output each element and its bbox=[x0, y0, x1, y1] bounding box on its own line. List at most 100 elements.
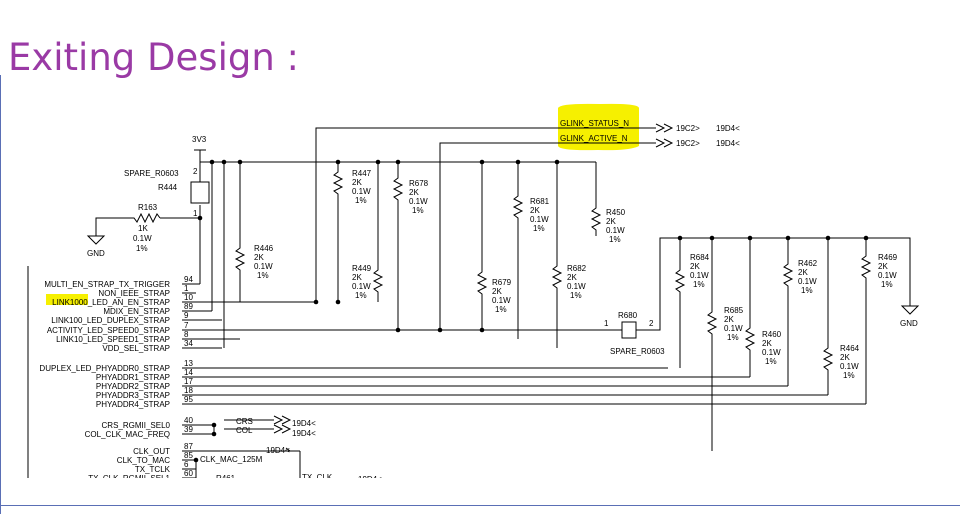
resistor-value: 2K bbox=[878, 262, 888, 271]
resistor-value: 2K bbox=[492, 287, 502, 296]
resistor-ref: R449 bbox=[352, 264, 372, 273]
glink-status-ref-b: 19D4< bbox=[716, 124, 740, 133]
r460-symbol bbox=[744, 238, 756, 377]
resistor-ref: R678 bbox=[409, 179, 429, 188]
pin-number: 13 bbox=[184, 359, 193, 368]
pin-name: DUPLEX_LED_PHYADDR0_STRAP bbox=[39, 364, 170, 373]
pin-number: 95 bbox=[184, 395, 193, 404]
clk-mac-label: CLK_MAC_125M bbox=[200, 455, 263, 464]
pin-number: 8 bbox=[184, 330, 189, 339]
r680-net bbox=[600, 237, 866, 331]
resistor-power: 0.1W bbox=[724, 324, 743, 333]
r680-pin1: 1 bbox=[604, 319, 609, 328]
resistor-tol: 1% bbox=[570, 291, 582, 300]
pin-number: 1 bbox=[184, 284, 189, 293]
r469-symbol bbox=[860, 238, 872, 404]
resistor-tol: 1% bbox=[843, 371, 855, 380]
pin-name: CLK_TO_MAC bbox=[117, 456, 170, 465]
pin-name: ACTIVITY_LED_SPEED0_STRAP bbox=[47, 326, 170, 335]
resistor-tol: 1% bbox=[609, 235, 621, 244]
glink-active-ref-a: 19C2> bbox=[676, 139, 700, 148]
cut-ref: R461 bbox=[216, 474, 236, 483]
resistor-ref: R446 bbox=[254, 244, 274, 253]
tx-clk-ref: 19D4< bbox=[358, 475, 382, 484]
resistor-power: 0.1W bbox=[567, 282, 586, 291]
pin-number: 60 bbox=[184, 469, 193, 478]
pin-name: VDD_SEL_STRAP bbox=[102, 344, 170, 353]
pin-name: PHYADDR4_STRAP bbox=[96, 400, 170, 409]
pin-name: PHYADDR1_STRAP bbox=[96, 373, 170, 382]
pin-number: 6 bbox=[184, 460, 189, 469]
link1000-highlight bbox=[46, 294, 88, 305]
pin-number: 9 bbox=[184, 311, 189, 320]
pin-number: 17 bbox=[184, 377, 193, 386]
resistor-value: 2K bbox=[724, 315, 734, 324]
pin-number: 10 bbox=[184, 293, 193, 302]
resistor-power: 0.1W bbox=[254, 262, 273, 271]
r446-symbol bbox=[234, 240, 246, 302]
r680-body bbox=[621, 321, 637, 339]
r680-footprint: SPARE_R0603 bbox=[610, 347, 665, 356]
pin-number: 94 bbox=[184, 275, 193, 284]
resistor-power: 0.1W bbox=[352, 282, 371, 291]
gnd-label-right: GND bbox=[900, 319, 918, 328]
resistor-power: 0.1W bbox=[409, 197, 428, 206]
r678-symbol bbox=[392, 162, 404, 330]
resistor-power: 0.1W bbox=[530, 215, 549, 224]
power-net-label: 3V3 bbox=[192, 135, 207, 144]
r449-symbol bbox=[372, 162, 384, 302]
left-rule bbox=[0, 75, 1, 514]
pin-number: 87 bbox=[184, 442, 193, 451]
r684-symbol bbox=[674, 238, 686, 368]
pin-number: 89 bbox=[184, 302, 193, 311]
glink-active-label: GLINK_ACTIVE_N bbox=[560, 134, 628, 143]
pin-name: TX_CLK_RGMII_SEL1 bbox=[88, 474, 170, 483]
r444-pin1: 1 bbox=[193, 209, 198, 218]
pin-name-part: LINK1000 bbox=[52, 298, 88, 307]
crs-ref: 19D4< bbox=[292, 419, 316, 428]
clk-ref: 19D4< bbox=[266, 446, 290, 455]
resistor-tol: 1% bbox=[693, 280, 705, 289]
resistor-value: 2K bbox=[798, 268, 808, 277]
resistor-value: 2K bbox=[409, 188, 419, 197]
resistor-tol: 1% bbox=[257, 271, 269, 280]
resistor-ref: R682 bbox=[567, 264, 587, 273]
resistor-ref: R464 bbox=[840, 344, 860, 353]
resistor-tol: 1% bbox=[355, 291, 367, 300]
glink-status-label: GLINK_STATUS_N bbox=[560, 119, 629, 128]
pin-name-part: _LED_AN_EN_STRAP bbox=[87, 298, 170, 307]
pin-number: 85 bbox=[184, 451, 193, 460]
pin-number: 14 bbox=[184, 368, 193, 377]
resistor-value: 2K bbox=[840, 353, 850, 362]
pin-number: 34 bbox=[184, 339, 193, 348]
pin-number: 39 bbox=[184, 425, 193, 434]
r163-tol: 1% bbox=[136, 244, 148, 253]
resistor-value: 2K bbox=[254, 253, 264, 262]
r447-symbol bbox=[332, 162, 344, 302]
resistor-value: 2K bbox=[690, 262, 700, 271]
pin-labels: MULTI_EN_STRAP_TX_TRIGGER94NON_IEEE_STRA… bbox=[39, 275, 193, 483]
crs-label: CRS bbox=[236, 417, 253, 426]
r679-symbol bbox=[476, 162, 488, 330]
resistor-value: 2K bbox=[567, 273, 577, 282]
r163-power: 0.1W bbox=[133, 234, 152, 243]
resistor-ref: R447 bbox=[352, 169, 372, 178]
resistor-power: 0.1W bbox=[840, 362, 859, 371]
resistor-power: 0.1W bbox=[690, 271, 709, 280]
resistor-tol: 1% bbox=[355, 196, 367, 205]
pin-name: PHYADDR3_STRAP bbox=[96, 391, 170, 400]
r450-symbol bbox=[590, 162, 602, 236]
resistor-power: 0.1W bbox=[352, 187, 371, 196]
bottom-rule bbox=[0, 505, 960, 506]
pin-name: PHYADDR2_STRAP bbox=[96, 382, 170, 391]
gnd-symbol-left bbox=[86, 235, 106, 245]
r163-ref: R163 bbox=[138, 203, 158, 212]
pin-name: LINK100_LED_DUPLEX_STRAP bbox=[51, 316, 170, 325]
pin-name: LINK1000_LED_AN_EN_STRAP bbox=[52, 298, 170, 307]
resistor-ref: R469 bbox=[878, 253, 898, 262]
pin-name: COL_CLK_MAC_FREQ bbox=[85, 430, 170, 439]
pin-name: TX_TCLK bbox=[135, 465, 171, 474]
tx-clk-label: TX_CLK bbox=[302, 473, 333, 482]
crs-col-nets bbox=[213, 415, 292, 434]
